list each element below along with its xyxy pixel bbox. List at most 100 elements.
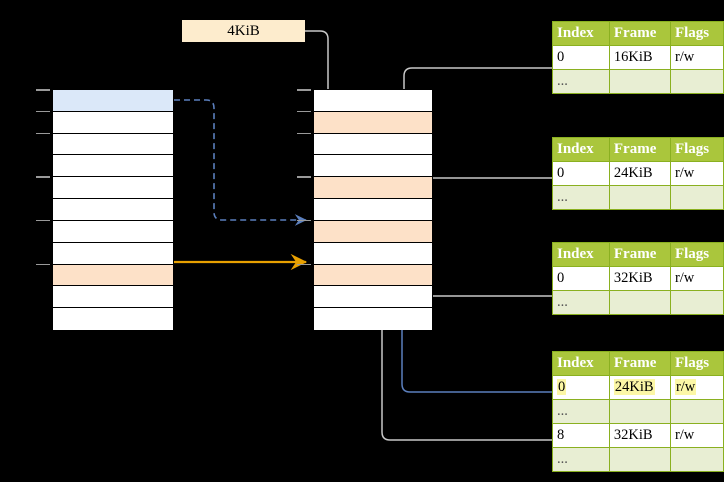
table-cell: r/w	[669, 375, 724, 400]
connector-table1-to-physical	[417, 177, 552, 213]
physical-memory-row	[314, 220, 432, 243]
highlighted-value: 0	[557, 379, 567, 395]
table-cell: 0	[552, 375, 610, 400]
physical-memory-stack	[313, 89, 433, 330]
virtual-address-space-row	[53, 308, 173, 330]
table-cell: 0	[552, 266, 610, 291]
virtual-address-space-row	[53, 242, 173, 265]
table-cell: 32KiB	[608, 266, 671, 291]
virtual-address-space-row	[53, 286, 173, 309]
column-header-flags: Flags	[669, 21, 724, 46]
virtual-address-space-row	[53, 220, 173, 243]
table-cell: 0	[552, 161, 610, 186]
row-tick-mark	[297, 132, 311, 135]
table-cell	[669, 399, 724, 424]
row-tick-mark	[297, 176, 311, 178]
table-cell	[608, 185, 671, 210]
row-tick-mark	[36, 176, 50, 178]
virtual-address-space-row	[53, 264, 173, 287]
connector-physical-to-table2	[417, 251, 552, 297]
physical-memory-row	[314, 308, 432, 330]
table-cell: ...	[552, 185, 610, 210]
highlighted-value: 24KiB	[613, 379, 655, 395]
table-row: ...	[552, 185, 724, 210]
table-cell: ...	[552, 399, 610, 424]
column-header-frame: Frame	[608, 351, 671, 376]
column-header-frame: Frame	[608, 242, 671, 267]
column-header-frame: Frame	[608, 21, 671, 46]
column-header-index: Index	[552, 21, 610, 46]
table-cell	[608, 69, 671, 94]
column-header-index: Index	[552, 351, 610, 376]
highlighted-value: r/w	[674, 379, 697, 395]
virtual-address-space-row	[53, 90, 173, 112]
virtual-address-space-row	[53, 199, 173, 221]
physical-memory-row	[314, 199, 432, 221]
column-header-frame: Frame	[608, 137, 671, 162]
virtual-address-space-row	[53, 155, 173, 178]
row-tick-mark	[36, 263, 50, 266]
table-cell: 24KiB	[608, 375, 671, 400]
column-header-flags: Flags	[669, 351, 724, 376]
table-cell: 0	[552, 45, 610, 70]
table-cell: ...	[552, 69, 610, 94]
table-cell: 32KiB	[608, 423, 671, 448]
virtual-address-space-row	[53, 177, 173, 200]
row-tick-mark	[36, 219, 50, 222]
table-row: ...	[552, 290, 724, 315]
row-tick-mark	[36, 110, 50, 113]
table-cell	[669, 290, 724, 315]
table-row: ...	[552, 69, 724, 94]
table-cell	[608, 399, 671, 424]
physical-memory-row	[314, 242, 432, 265]
physical-memory-row	[314, 286, 432, 309]
row-tick-mark	[297, 263, 311, 266]
table-cell	[669, 69, 724, 94]
table-cell	[669, 447, 724, 472]
table-cell: r/w	[669, 423, 724, 448]
table-cell	[608, 290, 671, 315]
table-cell: 8	[552, 423, 610, 448]
row-tick-mark	[297, 89, 311, 91]
row-tick-mark	[297, 219, 311, 222]
table-cell	[669, 185, 724, 210]
physical-memory-row	[314, 177, 432, 200]
table-row: ...	[552, 399, 724, 424]
table-cell	[608, 447, 671, 472]
physical-memory-row	[314, 155, 432, 178]
column-header-index: Index	[552, 242, 610, 267]
physical-memory-row	[314, 111, 432, 134]
virtual-address-space-row	[53, 111, 173, 134]
table-row: 0 24KiB r/w	[552, 375, 724, 400]
table-cell: ...	[552, 290, 610, 315]
row-tick-mark	[36, 89, 50, 91]
table-cell: 24KiB	[608, 161, 671, 186]
table-row: ...	[552, 447, 724, 472]
connector-virtual-to-physical	[174, 99, 307, 226]
column-header-index: Index	[552, 137, 610, 162]
page-size-label: 4KiB	[182, 20, 305, 42]
table-cell: r/w	[669, 266, 724, 291]
physical-memory-row	[314, 264, 432, 287]
page-size-label-text: 4KiB	[227, 23, 260, 39]
table-cell: 16KiB	[608, 45, 671, 70]
physical-memory-row	[314, 90, 432, 112]
row-tick-mark	[36, 132, 50, 135]
column-header-flags: Flags	[669, 137, 724, 162]
table-cell: r/w	[669, 161, 724, 186]
virtual-address-space-stack	[52, 89, 174, 330]
table-cell: r/w	[669, 45, 724, 70]
table-cell: ...	[552, 447, 610, 472]
row-tick-mark	[297, 110, 311, 113]
virtual-address-space-row	[53, 133, 173, 156]
column-header-flags: Flags	[669, 242, 724, 267]
